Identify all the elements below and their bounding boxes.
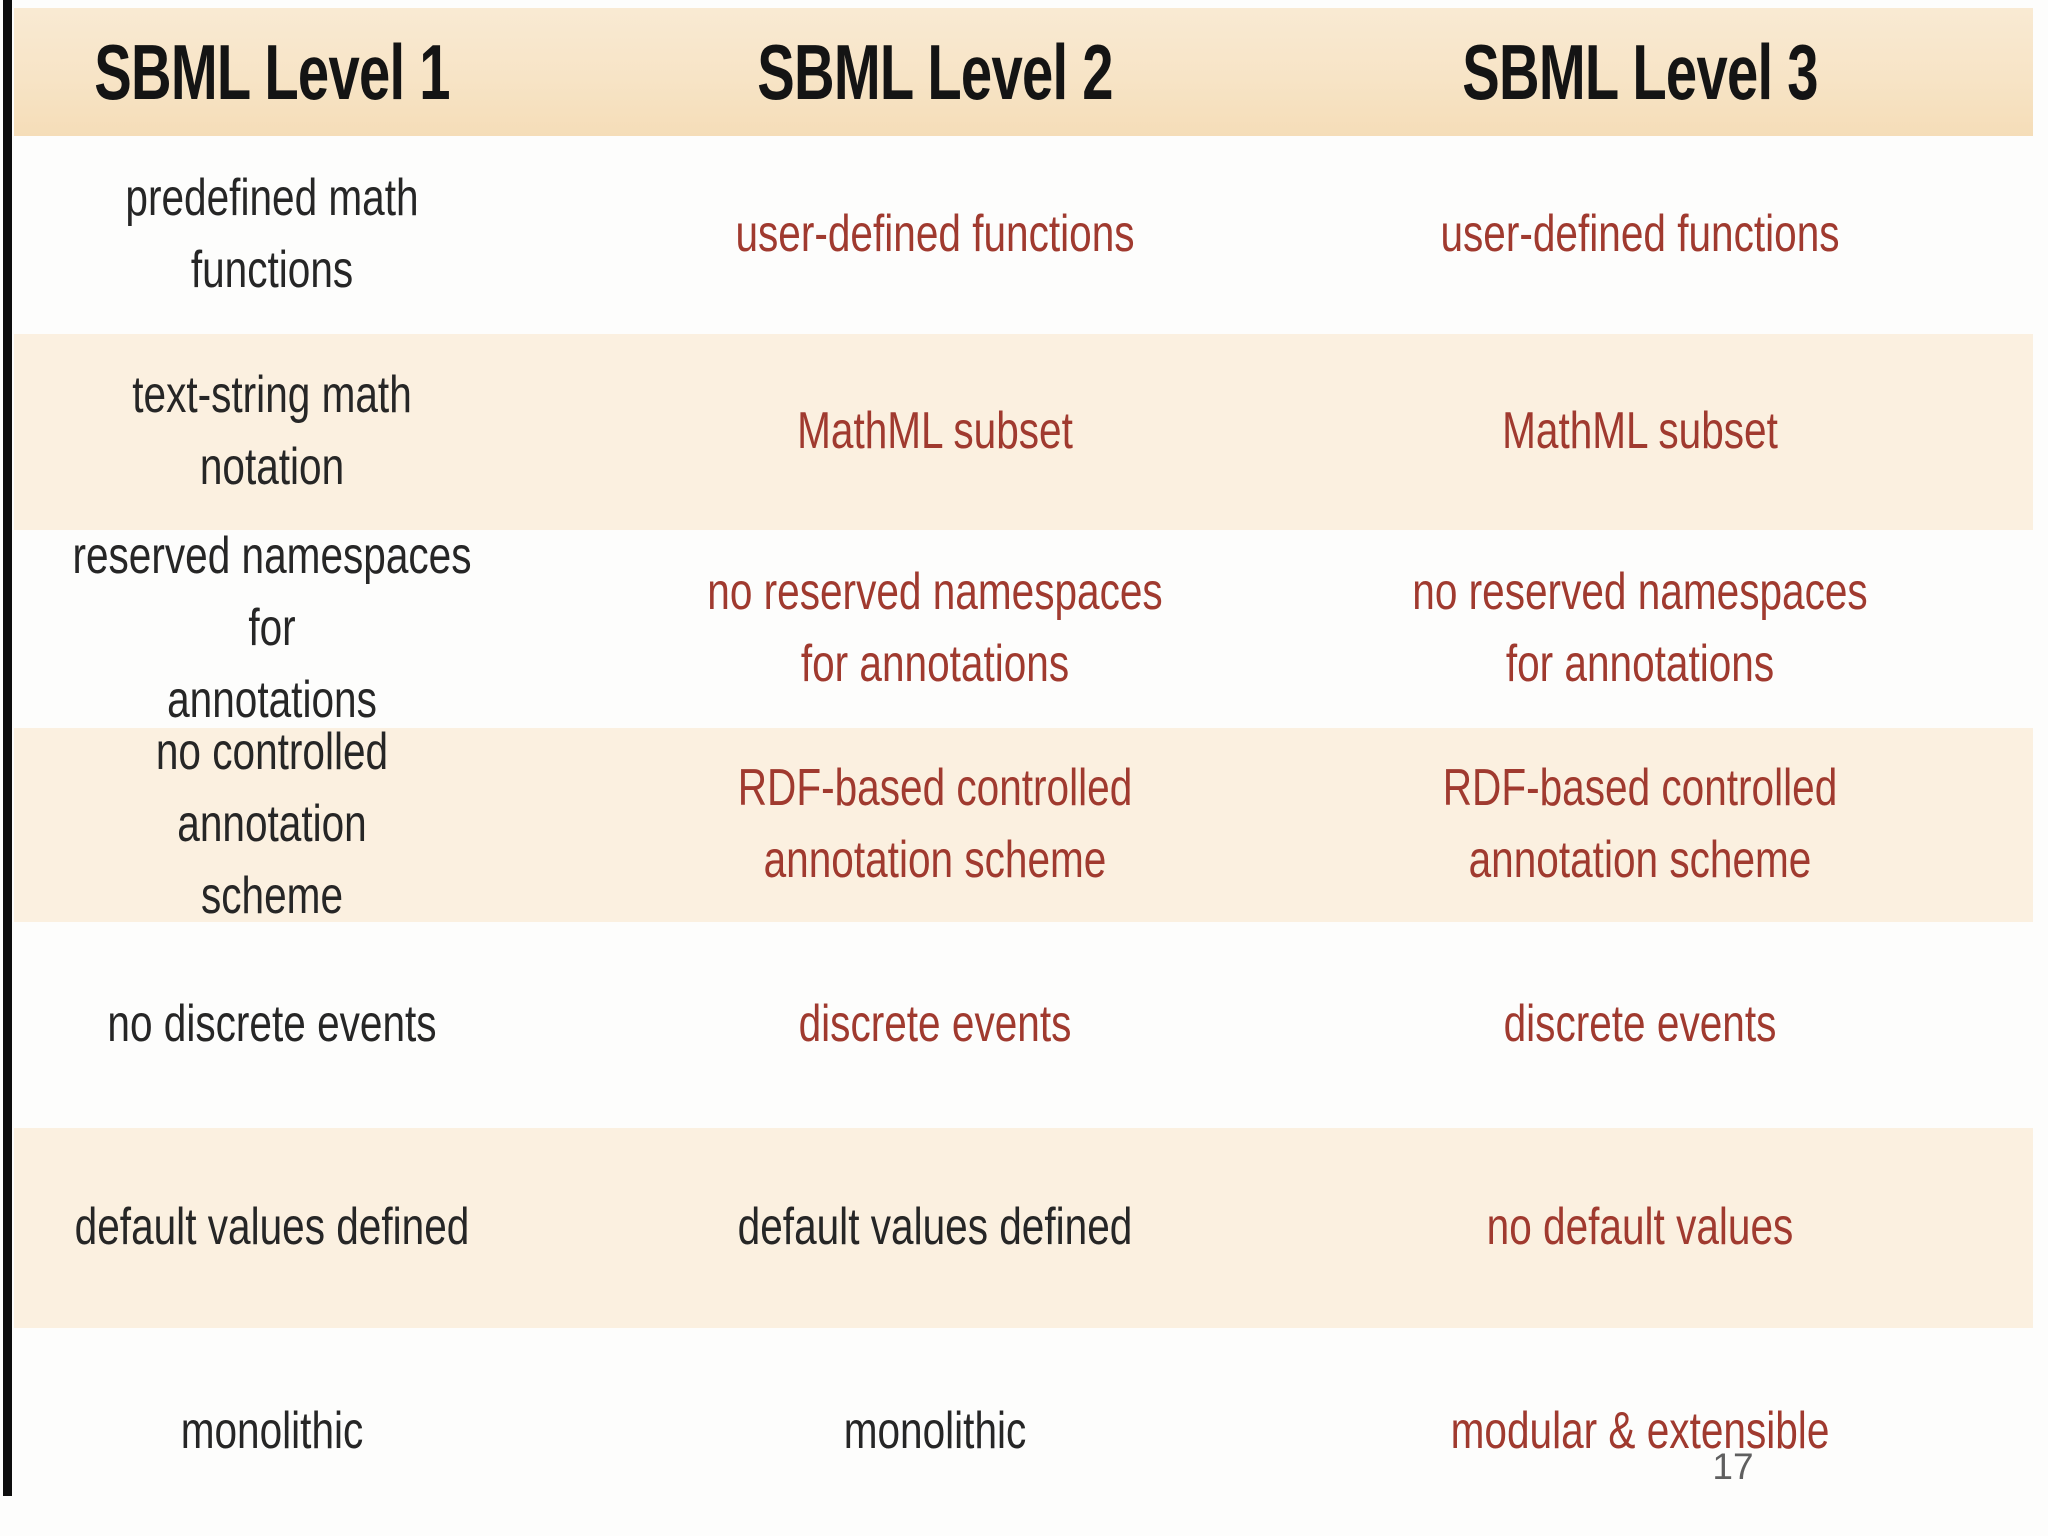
- table-cell: RDF-based controlled annotation scheme: [737, 759, 1133, 889]
- table-cell: RDF-based controlled annotation scheme: [1442, 759, 1838, 889]
- table-cell: default values defined: [737, 1198, 1133, 1257]
- table-row: text-string math notation MathML subset …: [14, 334, 2033, 530]
- table-row: monolithic monolithic modular & extensib…: [14, 1328, 2033, 1536]
- table-cell: monolithic: [180, 1402, 364, 1461]
- table-cell: default values defined: [74, 1198, 470, 1257]
- table-cell: no reserved namespaces for annotations: [707, 563, 1163, 693]
- table-cell: discrete events: [1503, 995, 1777, 1054]
- table-cell: reserved namespaces for annotations: [72, 527, 472, 729]
- table-row: no controlled annotation scheme RDF-base…: [14, 723, 2033, 925]
- table-cell: monolithic: [843, 1402, 1027, 1461]
- column-header-sbml-level-3: SBML Level 3: [1462, 28, 1818, 116]
- table-row: reserved namespaces for annotations no r…: [14, 527, 2033, 729]
- table-cell: user-defined functions: [1440, 205, 1840, 264]
- left-border-bar: [3, 0, 12, 1496]
- table-cell: MathML subset: [797, 402, 1073, 461]
- table-cell: no discrete events: [107, 995, 437, 1054]
- table-cell: text-string math notation: [132, 366, 412, 496]
- table-cell: no reserved namespaces for annotations: [1412, 563, 1868, 693]
- table-row: default values defined default values de…: [14, 1128, 2033, 1328]
- page-number: 17: [1712, 1446, 1754, 1487]
- table-cell: predefined math functions: [125, 169, 419, 299]
- table-cell: user-defined functions: [735, 205, 1135, 264]
- table-row: predefined math functions user-defined f…: [14, 136, 2033, 334]
- table-cell: modular & extensible: [1450, 1402, 1830, 1461]
- table-cell: no controlled annotation scheme: [155, 723, 389, 925]
- table-header-row: SBML Level 1 SBML Level 2 SBML Level 3: [14, 8, 2033, 136]
- column-header-sbml-level-1: SBML Level 1: [94, 28, 450, 116]
- table-cell: discrete events: [798, 995, 1072, 1054]
- table-cell: MathML subset: [1502, 402, 1778, 461]
- column-header-sbml-level-2: SBML Level 2: [757, 28, 1113, 116]
- table-cell: no default values: [1486, 1198, 1794, 1257]
- table-row: no discrete events discrete events discr…: [14, 922, 2033, 1128]
